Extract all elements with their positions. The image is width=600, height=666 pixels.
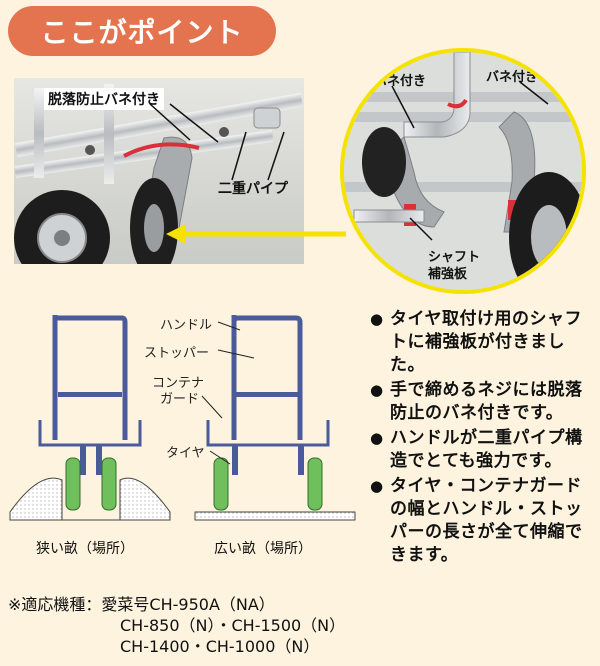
feature-text: ハンドルが二重パイプ構造でとても強力です。 — [390, 428, 583, 471]
container-guard-label-2: ガード — [160, 392, 200, 407]
tire-label: タイヤ — [166, 446, 205, 461]
feature-text: 手で締めるネジには脱落防止のバネ付きです。 — [390, 380, 583, 423]
feature-list: ● タイヤ取付け用のシャフトに補強板が付きました。 ● 手で締めるネジには脱落防… — [370, 308, 596, 569]
feature-text: タイヤ・コンテナガードの幅とハンドル・ストッパーの長さが全て伸縮できます。 — [390, 476, 583, 565]
container-guard-label-1: コンテナ — [152, 376, 205, 391]
reinforcement-plate-label: 補強板 — [428, 267, 468, 282]
feature-item: ● タイヤ・コンテナガードの幅とハンドル・ストッパーの長さが全て伸縮できます。 — [370, 475, 596, 567]
zoom-photo: バネ付き バネ付き シャフト 補強板 — [340, 48, 586, 294]
bullet-icon: ● — [370, 477, 384, 495]
caption-wide: 広い畝（場所） — [214, 541, 312, 557]
bullet-icon: ● — [370, 429, 384, 447]
spring-label-1: バネ付き — [374, 74, 427, 89]
handle-label: ハンドル — [160, 318, 213, 333]
feature-item: ● 手で締めるネジには脱落防止のバネ付きです。 — [370, 379, 596, 425]
models-line-3: CH-1400・CH-1000（N） — [120, 637, 320, 656]
feature-item: ● ハンドルが二重パイプ構造でとても強力です。 — [370, 427, 596, 473]
models-label: ※適応機種： — [8, 595, 102, 614]
shaft-label: シャフト — [428, 250, 481, 265]
bullet-icon: ● — [370, 381, 384, 399]
section-title: ここがポイント — [8, 6, 276, 56]
feature-text: タイヤ取付け用のシャフトに補強板が付きました。 — [390, 309, 582, 375]
feature-item: ● タイヤ取付け用のシャフトに補強板が付きました。 — [370, 308, 596, 377]
spring-label-2: バネ付き — [486, 70, 539, 85]
main-photo: 脱落防止バネ付き 二重パイプ — [14, 78, 304, 264]
spring-label: 脱落防止バネ付き — [44, 88, 164, 110]
caption-narrow: 狭い畝（場所） — [36, 541, 134, 557]
stopper-label: ストッパー — [144, 346, 210, 361]
double-pipe-label: 二重パイプ — [218, 181, 288, 197]
models-line-1: 愛菜号CH-950A（NA） — [101, 595, 275, 614]
bullet-icon: ● — [370, 310, 384, 328]
models-line-2: CH-850（N）・CH-1500（N） — [120, 616, 346, 635]
applicable-models: ※適応機種：愛菜号CH-950A（NA） CH-850（N）・CH-1500（N… — [8, 594, 345, 657]
